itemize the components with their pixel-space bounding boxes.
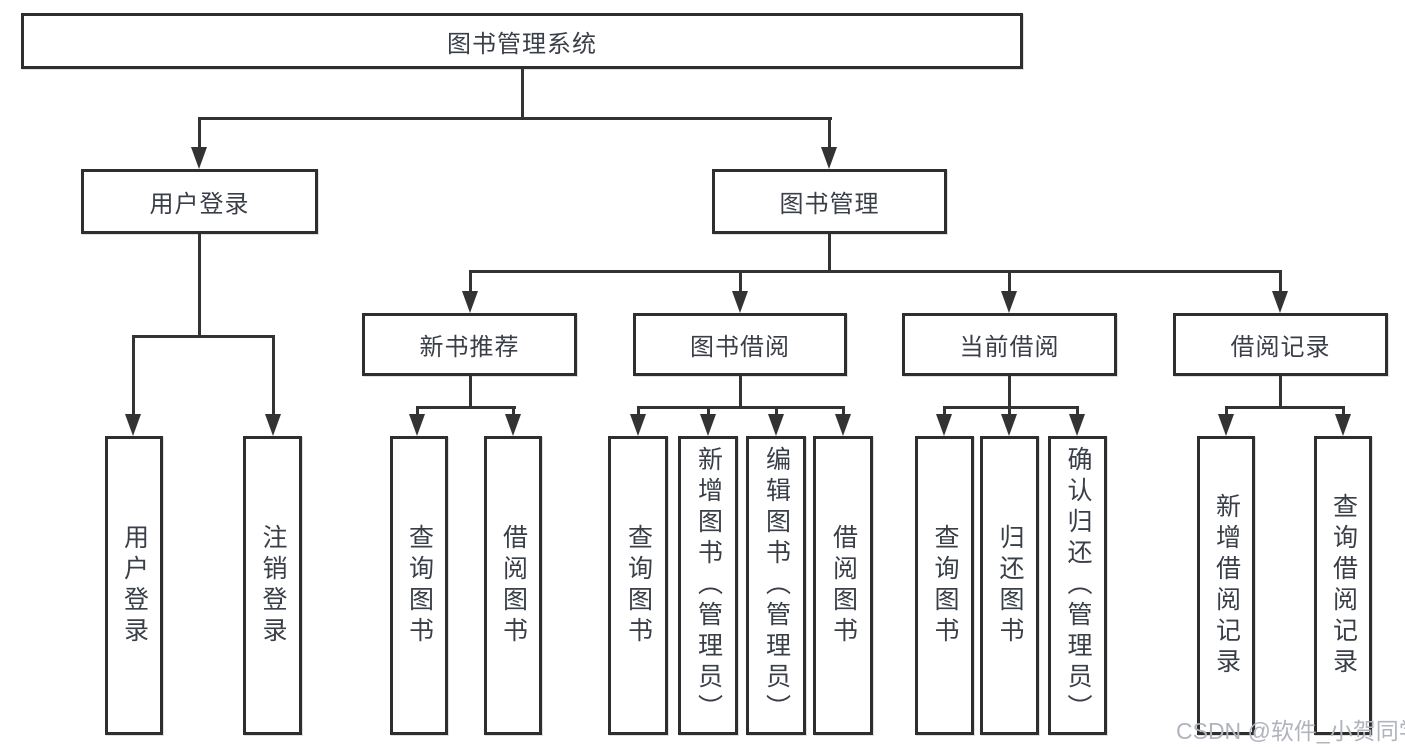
connector-current-borrow-drop — [1008, 376, 1011, 406]
arrowhead-down-icon — [936, 414, 952, 436]
arrowhead-down-icon — [821, 147, 837, 169]
arrowhead-down-icon — [835, 414, 851, 436]
arrowhead-down-icon — [265, 414, 281, 436]
leaf-edit-books-admin-label: 编辑图书（管理员） — [762, 446, 791, 725]
connector-stem — [842, 409, 845, 415]
connector-stem — [1225, 409, 1228, 415]
leaf-borrow-books-recommend: 借阅图书 — [484, 436, 542, 735]
arrowhead-down-icon — [505, 414, 521, 436]
leaf-confirm-return-admin: 确认归还（管理员） — [1048, 436, 1107, 735]
connector-borrow-records-drop — [1279, 376, 1282, 406]
leaf-query-books-current: 查询图书 — [915, 436, 974, 735]
csdn-watermark: CSDN @软件_小贺同学 — [1176, 718, 1405, 744]
connector-stem-leaf-user-login — [132, 338, 135, 415]
arrowhead-down-icon — [462, 291, 478, 313]
connector-stem — [1076, 409, 1079, 415]
arrowhead-down-icon — [1272, 291, 1288, 313]
arrowhead-down-icon — [732, 291, 748, 313]
arrowhead-down-icon — [1218, 414, 1234, 436]
connector-stem-new-book-recommend — [469, 273, 472, 292]
leaf-query-books-borrow: 查询图书 — [608, 436, 668, 735]
node-root-label: 图书管理系统 — [447, 30, 597, 58]
leaf-add-borrow-record: 新增借阅记录 — [1197, 436, 1255, 735]
connector-root-split — [198, 117, 832, 120]
arrowhead-down-icon — [409, 414, 425, 436]
arrowhead-down-icon — [700, 414, 716, 436]
connector-stem — [1008, 409, 1011, 415]
arrowhead-down-icon — [125, 414, 141, 436]
leaf-return-books-label: 归还图书 — [996, 523, 1024, 648]
connector-stem — [416, 409, 419, 415]
connector-stem — [637, 409, 640, 415]
arrowhead-down-icon — [1335, 414, 1351, 436]
connector-stem — [512, 409, 515, 415]
connector-stem-leaf-logout — [272, 338, 275, 415]
connector-borrow-records-split — [1225, 406, 1345, 409]
node-user-login: 用户登录 — [81, 169, 318, 234]
connector-root-drop — [521, 69, 524, 117]
connector-stem-borrow-records — [1279, 273, 1282, 292]
leaf-confirm-return-admin-label: 确认归还（管理员） — [1064, 446, 1092, 725]
connector-book-management-split — [469, 270, 1282, 273]
leaf-logout: 注销登录 — [243, 436, 302, 735]
leaf-edit-books-admin: 编辑图书（管理员） — [746, 436, 806, 735]
leaf-user-login-label: 用户登录 — [120, 523, 149, 648]
node-book-borrow-label: 图书借阅 — [690, 334, 790, 361]
connector-stem-book-management — [828, 120, 831, 148]
arrowhead-down-icon — [630, 414, 646, 436]
node-book-management: 图书管理 — [712, 169, 947, 234]
node-book-management-label: 图书管理 — [779, 191, 880, 218]
leaf-query-books-recommend: 查询图书 — [390, 436, 448, 735]
node-root: 图书管理系统 — [21, 13, 1023, 69]
leaf-query-books-recommend-label: 查询图书 — [405, 523, 434, 648]
connector-stem-user-login — [198, 120, 201, 148]
node-borrow-records-label: 借阅记录 — [1230, 334, 1331, 361]
node-current-borrow: 当前借阅 — [902, 313, 1117, 376]
connector-book-management-drop — [828, 234, 831, 270]
node-new-book-recommend-label: 新书推荐 — [419, 334, 520, 361]
connector-stem — [707, 409, 710, 415]
connector-user-login-split — [132, 335, 275, 338]
node-current-borrow-label: 当前借阅 — [959, 334, 1060, 361]
arrowhead-down-icon — [1001, 291, 1017, 313]
arrowhead-down-icon — [1001, 414, 1017, 436]
node-user-login-label: 用户登录 — [149, 191, 250, 218]
leaf-return-books: 归还图书 — [980, 436, 1039, 735]
connector-new-book-split — [416, 406, 516, 409]
connector-stem-book-borrow — [739, 273, 742, 292]
connector-stem — [775, 409, 778, 415]
arrowhead-down-icon — [191, 147, 207, 169]
connector-book-borrow-split — [637, 406, 845, 409]
connector-stem — [943, 409, 946, 415]
node-new-book-recommend: 新书推荐 — [362, 313, 577, 376]
connector-stem-current-borrow — [1008, 273, 1011, 292]
leaf-add-borrow-record-label: 新增借阅记录 — [1212, 492, 1241, 679]
arrowhead-down-icon — [1069, 414, 1085, 436]
leaf-query-borrow-record: 查询借阅记录 — [1314, 436, 1372, 735]
leaf-add-books-admin-label: 新增图书（管理员） — [694, 446, 723, 725]
leaf-user-login: 用户登录 — [105, 436, 163, 735]
leaf-borrow-books: 借阅图书 — [813, 436, 873, 735]
leaf-query-books-borrow-label: 查询图书 — [624, 523, 653, 648]
connector-current-borrow-split — [943, 406, 1079, 409]
leaf-query-borrow-record-label: 查询借阅记录 — [1329, 492, 1358, 679]
node-borrow-records: 借阅记录 — [1173, 313, 1388, 376]
connector-new-book-drop — [469, 376, 472, 406]
connector-book-borrow-drop — [739, 376, 742, 406]
leaf-borrow-books-label: 借阅图书 — [829, 523, 858, 648]
leaf-add-books-admin: 新增图书（管理员） — [678, 436, 738, 735]
connector-stem — [1342, 409, 1345, 415]
node-book-borrow: 图书借阅 — [633, 313, 847, 376]
arrowhead-down-icon — [768, 414, 784, 436]
leaf-borrow-books-recommend-label: 借阅图书 — [499, 523, 528, 648]
leaf-query-books-current-label: 查询图书 — [931, 523, 959, 648]
connector-user-login-drop — [198, 234, 201, 335]
leaf-logout-label: 注销登录 — [259, 523, 287, 648]
